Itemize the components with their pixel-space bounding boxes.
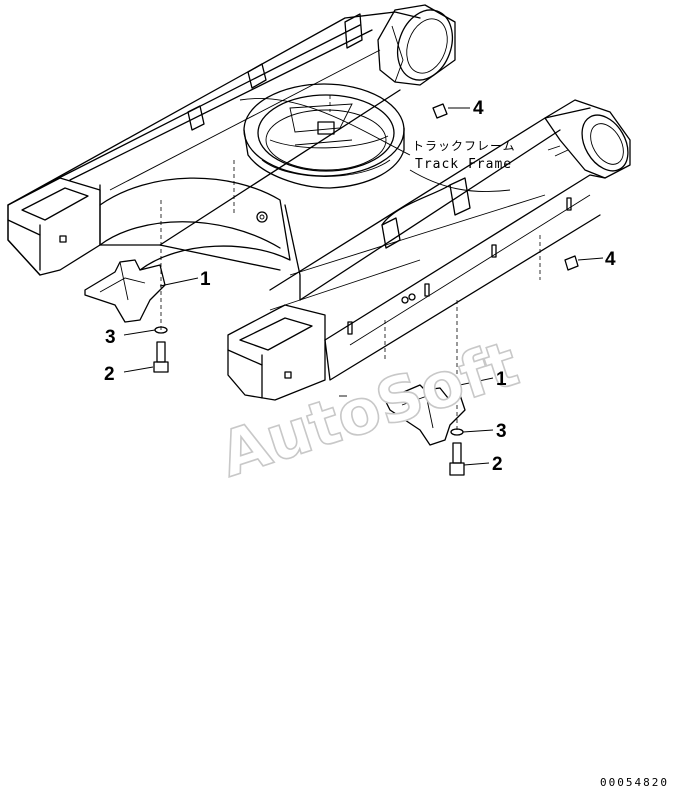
left-guard-assembly <box>84 200 169 373</box>
plug-lower <box>564 255 579 271</box>
track-frame-label-jp: トラックフレーム <box>412 139 516 153</box>
watermark-text: AutoSoft <box>211 327 527 492</box>
left-track-beam <box>7 4 456 276</box>
callout-1-left: 1 <box>200 269 211 290</box>
right-track-beam <box>227 99 631 401</box>
right-guard-assembly <box>339 300 466 476</box>
drawing-number: 00054820 <box>600 776 669 789</box>
leader-lines <box>123 98 604 466</box>
callout-4-upper: 4 <box>473 98 484 119</box>
track-frame-label-en: Track Frame <box>415 157 512 172</box>
callout-2-left: 2 <box>104 364 115 385</box>
plug-upper <box>432 103 448 119</box>
callout-3-left: 3 <box>105 327 116 348</box>
center-frame <box>99 83 546 311</box>
callout-4-lower: 4 <box>605 249 616 270</box>
callout-1-right: 1 <box>496 369 507 390</box>
callout-3-right: 3 <box>496 421 507 442</box>
callout-2-right: 2 <box>492 454 503 475</box>
